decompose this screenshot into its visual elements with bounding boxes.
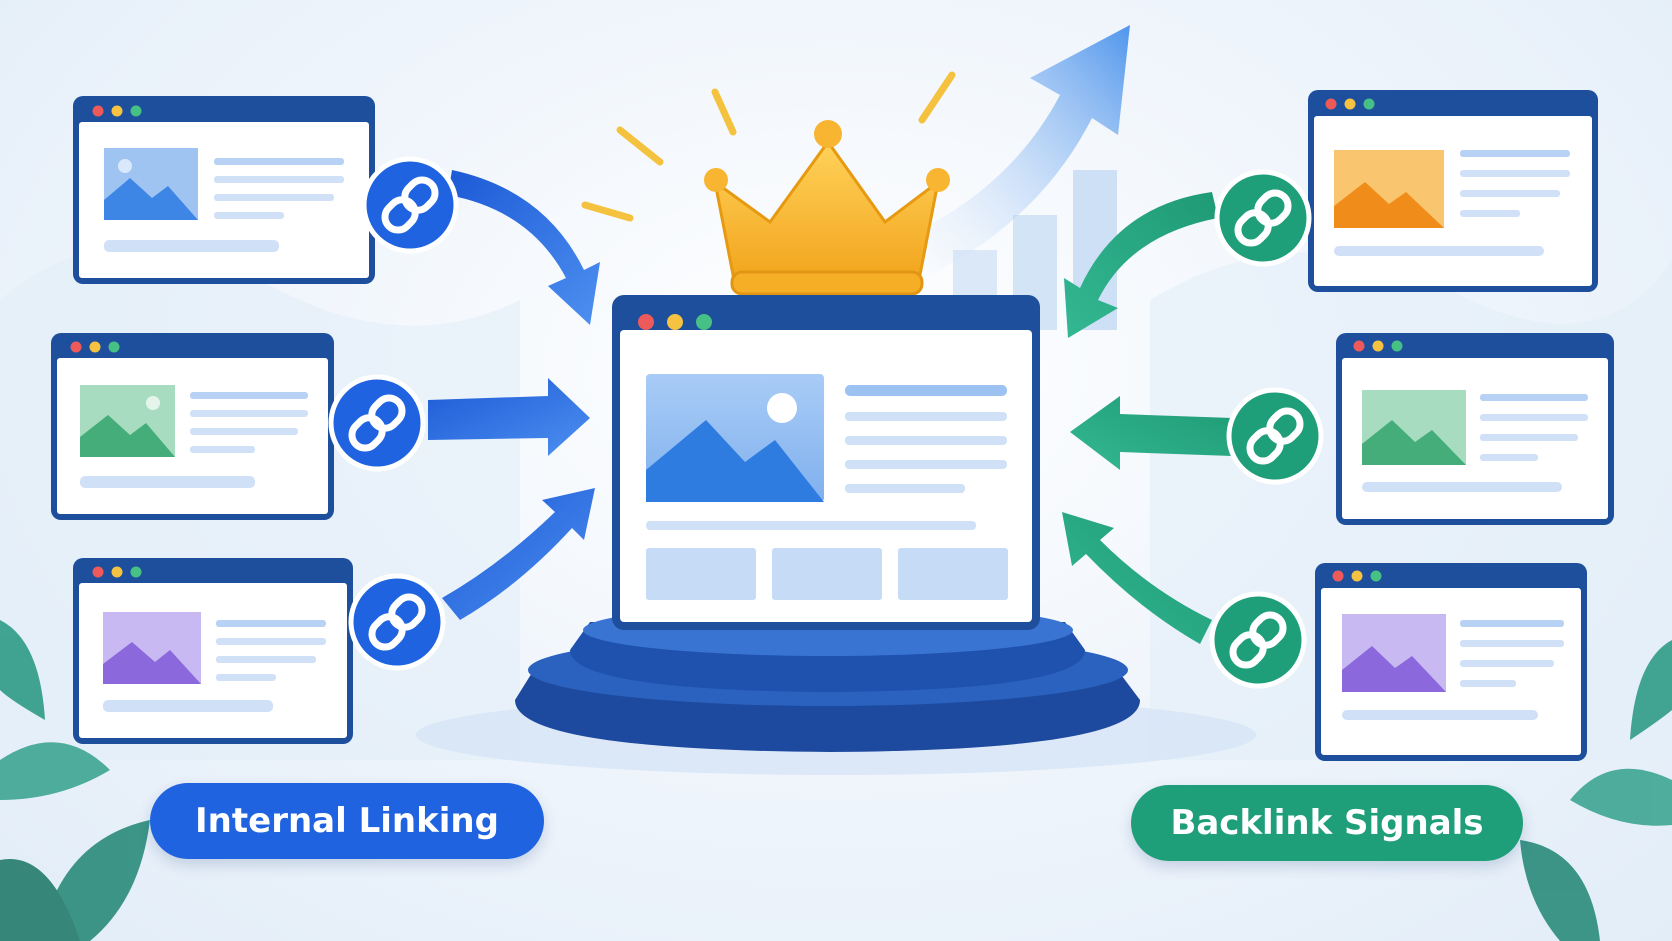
source-page-window-left-2 (51, 333, 334, 520)
source-page-window-right-3 (1315, 563, 1587, 761)
link-icon (361, 156, 459, 254)
leaf-icon (1520, 640, 1672, 941)
central-page-window (612, 295, 1040, 630)
source-page-window-left-1 (73, 96, 375, 284)
internal-link-arrows (428, 170, 600, 620)
crown-icon (581, 71, 956, 296)
link-icon (1226, 387, 1324, 485)
source-page-window-right-1 (1308, 90, 1598, 292)
backlink-arrows (1062, 192, 1232, 644)
link-icon (328, 374, 426, 472)
link-icon (1209, 591, 1307, 689)
internal-linking-label: Internal Linking (150, 783, 544, 859)
source-page-window-right-2 (1336, 333, 1614, 525)
link-icon (348, 573, 446, 671)
backlink-signals-label: Backlink Signals (1131, 785, 1523, 861)
link-icon (1214, 169, 1312, 267)
source-page-window-left-3 (73, 558, 353, 744)
leaf-icon (0, 620, 150, 941)
